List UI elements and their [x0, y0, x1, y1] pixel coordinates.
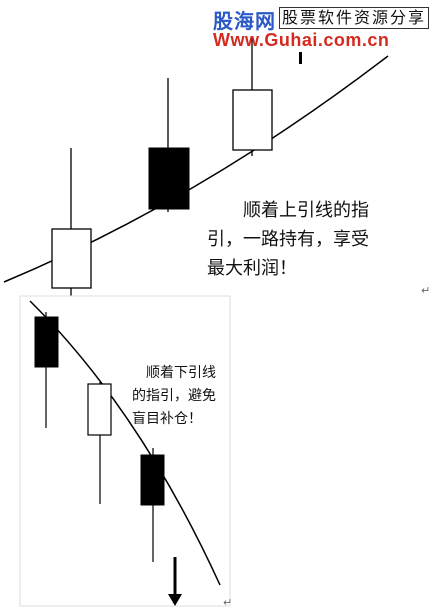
- bottom-panel-frame: [19, 295, 231, 607]
- uptrend-caption: 顺着上引线的指 引，一路持有，享受 最大利润！: [207, 196, 429, 283]
- down-arrow-head: [168, 594, 182, 606]
- uptrend-panel: [3, 38, 389, 296]
- watermark-url: Www.Guhai.com.cn: [213, 30, 390, 50]
- uptrend-caption-line-1: 顺着上引线的指: [243, 200, 369, 221]
- uptrend-caption-line-2: 引，一路持有，享受: [207, 229, 369, 250]
- downtrend-caption-line-2: 的指引，避免: [132, 388, 216, 404]
- down-candle-3-body-solid: [140, 454, 165, 506]
- candle-3-body-hollow: [232, 89, 273, 151]
- watermark-tagline: 股票软件资源分享: [279, 7, 429, 29]
- watermark-brand: 股海网: [213, 11, 276, 33]
- down-candle-2-body-hollow: [87, 383, 112, 436]
- partial-candle-wick: [299, 52, 302, 64]
- paragraph-mark-icon: ↵: [223, 596, 233, 609]
- down-candle-1-body-solid: [34, 316, 59, 368]
- downtrend-caption-line-1: 顺着下引线: [146, 365, 216, 381]
- candle-1-body-hollow: [51, 228, 92, 289]
- candle-2-body-solid: [148, 147, 190, 210]
- paragraph-mark-icon: ↵: [421, 284, 429, 297]
- downtrend-panel: [29, 300, 221, 606]
- uptrend-caption-line-3: 最大利润！: [207, 258, 297, 279]
- downtrend-caption: 顺着下引线 的指引，避免 盲目补仓！: [132, 362, 242, 431]
- downtrend-caption-line-3: 盲目补仓！: [132, 411, 202, 427]
